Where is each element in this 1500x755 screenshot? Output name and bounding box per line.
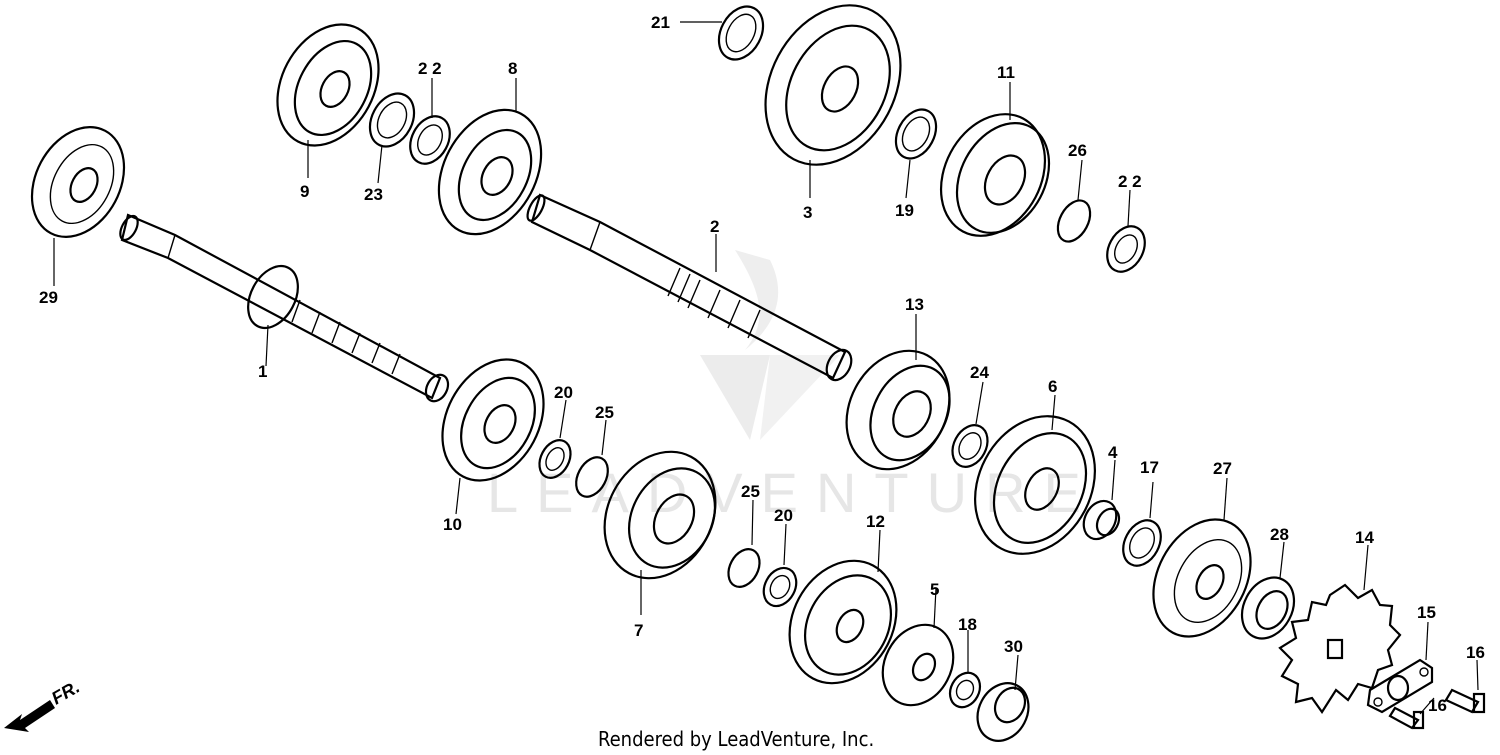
part-label: 17 bbox=[1140, 458, 1159, 477]
direction-label: FR. bbox=[48, 677, 83, 709]
gear-11 bbox=[939, 113, 1051, 237]
washer-21 bbox=[717, 5, 765, 61]
part-label: 13 bbox=[905, 295, 924, 314]
countershaft bbox=[526, 193, 853, 382]
part-label: 20 bbox=[774, 506, 793, 525]
part-label: 2 2 bbox=[418, 59, 442, 78]
part-label: 2 2 bbox=[1118, 172, 1142, 191]
washer-20-a bbox=[538, 439, 572, 479]
part-label: 26 bbox=[1068, 141, 1087, 160]
gear-6 bbox=[974, 415, 1096, 555]
part-label: 20 bbox=[554, 383, 573, 402]
gear-7 bbox=[603, 450, 717, 580]
gear-3 bbox=[764, 4, 902, 166]
washer-23 bbox=[368, 92, 416, 148]
bearing-29 bbox=[30, 126, 126, 238]
part-label: 3 bbox=[803, 203, 812, 222]
part-label: 25 bbox=[741, 482, 760, 501]
washer-17 bbox=[1122, 519, 1162, 567]
gear-9 bbox=[276, 23, 380, 147]
washer-22-right bbox=[1106, 225, 1146, 273]
bearing-27 bbox=[1152, 518, 1252, 638]
gear-13 bbox=[845, 349, 951, 471]
part-label: 4 bbox=[1108, 443, 1118, 462]
footer-credit: Rendered by LeadVenture, Inc. bbox=[598, 727, 874, 751]
part-label: 7 bbox=[634, 621, 643, 640]
part-label: 24 bbox=[970, 363, 989, 382]
washer-18 bbox=[948, 671, 982, 709]
seal-28 bbox=[1240, 576, 1296, 640]
part-label: 10 bbox=[443, 515, 462, 534]
arrow-icon bbox=[4, 700, 55, 732]
washer-20-b bbox=[762, 566, 798, 608]
part-label: 1 bbox=[258, 362, 267, 381]
part-label: 8 bbox=[508, 59, 517, 78]
bolt-16-a bbox=[1444, 688, 1486, 714]
clip-25-b bbox=[727, 548, 761, 588]
front-direction-indicator: FR. bbox=[4, 677, 83, 732]
part-label: 25 bbox=[595, 403, 614, 422]
washer-19 bbox=[894, 108, 938, 160]
gear-10 bbox=[441, 358, 545, 482]
part-label: 5 bbox=[930, 580, 939, 599]
bolt-16-b bbox=[1388, 706, 1425, 730]
clip-25-a bbox=[575, 456, 609, 498]
sprocket-14 bbox=[1278, 583, 1402, 714]
collar-30 bbox=[976, 682, 1030, 742]
part-label: 16 bbox=[1428, 696, 1447, 715]
watermark-text: LEADVENTURE bbox=[487, 461, 1099, 524]
washer-24 bbox=[951, 424, 989, 468]
gear-8 bbox=[437, 108, 543, 236]
part-label: 6 bbox=[1048, 377, 1057, 396]
leader-lines bbox=[53, 21, 1479, 715]
part-label: 11 bbox=[997, 63, 1015, 82]
mainshaft bbox=[119, 213, 450, 403]
part-label: 28 bbox=[1270, 525, 1289, 544]
part-label: 2 bbox=[710, 217, 719, 236]
part-label: 9 bbox=[300, 182, 309, 201]
part-label: 21 bbox=[651, 13, 670, 32]
part-label: 16 bbox=[1466, 643, 1485, 662]
part-label: 12 bbox=[866, 512, 885, 531]
part-label: 29 bbox=[39, 288, 58, 307]
part-label: 27 bbox=[1213, 459, 1232, 478]
gear-5 bbox=[881, 623, 955, 707]
part-labels: 1 2 3 4 5 6 7 8 9 10 11 12 13 14 15 16 1… bbox=[39, 13, 1485, 715]
watermark-logo bbox=[700, 250, 840, 440]
part-label: 19 bbox=[895, 201, 914, 220]
gear-12 bbox=[788, 559, 898, 685]
plate-15 bbox=[1366, 658, 1434, 714]
part-label: 15 bbox=[1417, 603, 1436, 622]
clip-26 bbox=[1056, 199, 1092, 243]
part-label: 30 bbox=[1004, 637, 1023, 656]
washer-22-top bbox=[409, 115, 451, 165]
part-label: 18 bbox=[958, 615, 977, 634]
bushing-4 bbox=[1082, 499, 1121, 541]
part-label: 23 bbox=[364, 185, 383, 204]
part-label: 14 bbox=[1355, 528, 1374, 547]
